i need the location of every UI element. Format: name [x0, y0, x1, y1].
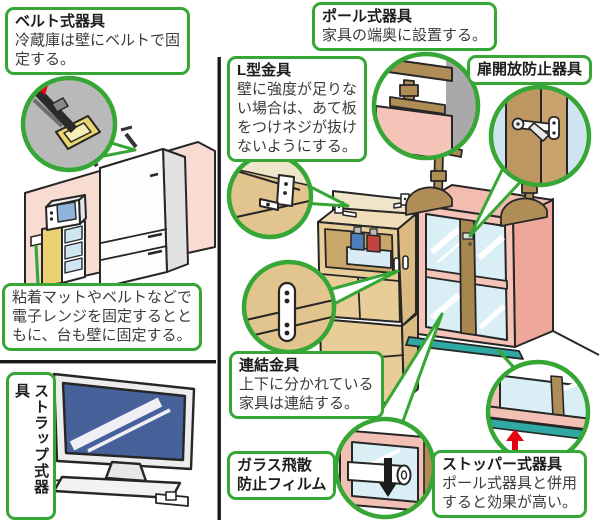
magnifier-l-bracket-detail	[226, 152, 314, 240]
blue-bottle	[350, 232, 365, 251]
down-arrow-icon	[379, 458, 397, 497]
red-arrow-icon	[38, 85, 48, 95]
callout-title: ストッパー式器具	[442, 456, 563, 473]
floor-line	[552, 330, 600, 356]
callout-body: 家具の端奥に設置する。	[322, 27, 488, 45]
microwave-stand	[41, 225, 63, 287]
callout-title: ストラップ式器具	[13, 383, 50, 495]
callout-title: ガラス飛散 防止フィルム	[237, 457, 327, 494]
callout-title: 連結金具	[239, 357, 300, 374]
callout-body: 冷蔵庫は壁にベルトで固 定する。	[15, 32, 181, 69]
callout-adhesive-mat: 粘着マットやベルトなどで 電子レンジを固定するとと もに、台も壁に固定する。	[2, 283, 203, 352]
belt-strap	[124, 132, 138, 149]
magnifier-belt-detail	[20, 75, 118, 173]
callout-body: 粘着マットやベルトなどで 電子レンジを固定するとと もに、台も壁に固定する。	[12, 289, 193, 345]
magnifier-film-detail	[333, 416, 437, 520]
callout-title: ポール式器具	[322, 8, 413, 25]
magnifier-latch-detail	[488, 84, 592, 188]
stopper-wedge	[405, 336, 524, 360]
callout-connecting-bracket: 連結金具 上下に分かれている 家具は連結する。	[229, 351, 384, 420]
callout-pole-device: ポール式器具 家具の端奥に設置する。	[312, 2, 498, 52]
door-latch	[462, 232, 474, 240]
callout-belt-device: ベルト式器具 冷蔵庫は壁にベルトで固 定する。	[5, 7, 191, 76]
horizontal-divider	[0, 360, 216, 364]
callout-title: ベルト式器具	[15, 13, 106, 30]
red-bottle	[366, 234, 381, 253]
callout-l-bracket: L型金具 壁に強度が足りな い場合は、あて板 をつけネジが抜け ないようにする。	[227, 56, 368, 163]
callout-title: L型金具	[237, 62, 292, 79]
pointer-line-mat	[34, 244, 40, 285]
tv-scene	[47, 372, 196, 507]
vertical-divider	[217, 57, 221, 520]
callout-door-latch-device: 扉開放防止器具	[467, 55, 593, 86]
callout-strap-device: ストラップ式器具	[6, 372, 57, 520]
connector-plate	[393, 257, 400, 272]
connector-plate	[402, 255, 409, 270]
magnifier-connector-detail	[241, 259, 337, 355]
magnifier-stopper-detail	[485, 359, 591, 465]
film-roll	[347, 461, 405, 485]
callout-body: 上下に分かれている 家具は連結する。	[239, 376, 374, 413]
red-up-arrow-icon	[506, 429, 524, 454]
callout-body: 壁に強度が足りな い場合は、あて板 をつけネジが抜け ないようにする。	[237, 81, 358, 156]
l-bracket	[334, 193, 410, 218]
callout-glass-film: ガラス飛散 防止フィルム	[227, 451, 337, 501]
callout-stopper-device: ストッパー式器具 ポール式器具と併用 すると効果が高い。	[432, 450, 588, 519]
callout-title: 扉開放防止器具	[477, 61, 583, 78]
fridge-scene	[24, 125, 216, 290]
door-mullion	[459, 218, 477, 336]
callout-body: ポール式器具と併用 すると効果が高い。	[442, 475, 578, 512]
